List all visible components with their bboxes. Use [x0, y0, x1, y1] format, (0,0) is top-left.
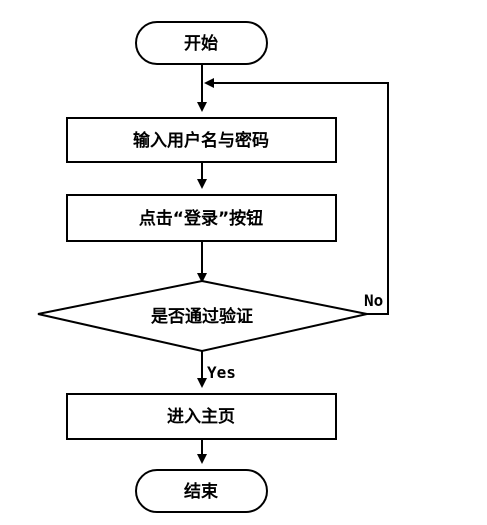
- enter-home-label: 进入主页: [167, 406, 235, 427]
- input-credentials-label: 输入用户名与密码: [133, 130, 269, 151]
- start-terminator: [135, 21, 268, 65]
- click-login-box: [66, 194, 337, 242]
- verification-decision: [37, 279, 368, 353]
- enter-home-box: [66, 393, 337, 440]
- input-credentials-box: [66, 117, 337, 163]
- yes-edge-label: Yes: [207, 363, 236, 382]
- verification-label: 是否通过验证: [151, 306, 253, 327]
- start-label: 开始: [184, 33, 218, 54]
- edge-no-loop-back: [204, 78, 389, 315]
- no-edge-label: No: [364, 291, 383, 310]
- click-login-label: 点击“登录”按钮: [139, 208, 263, 229]
- end-label: 结束: [184, 481, 218, 502]
- end-terminator: [135, 469, 268, 513]
